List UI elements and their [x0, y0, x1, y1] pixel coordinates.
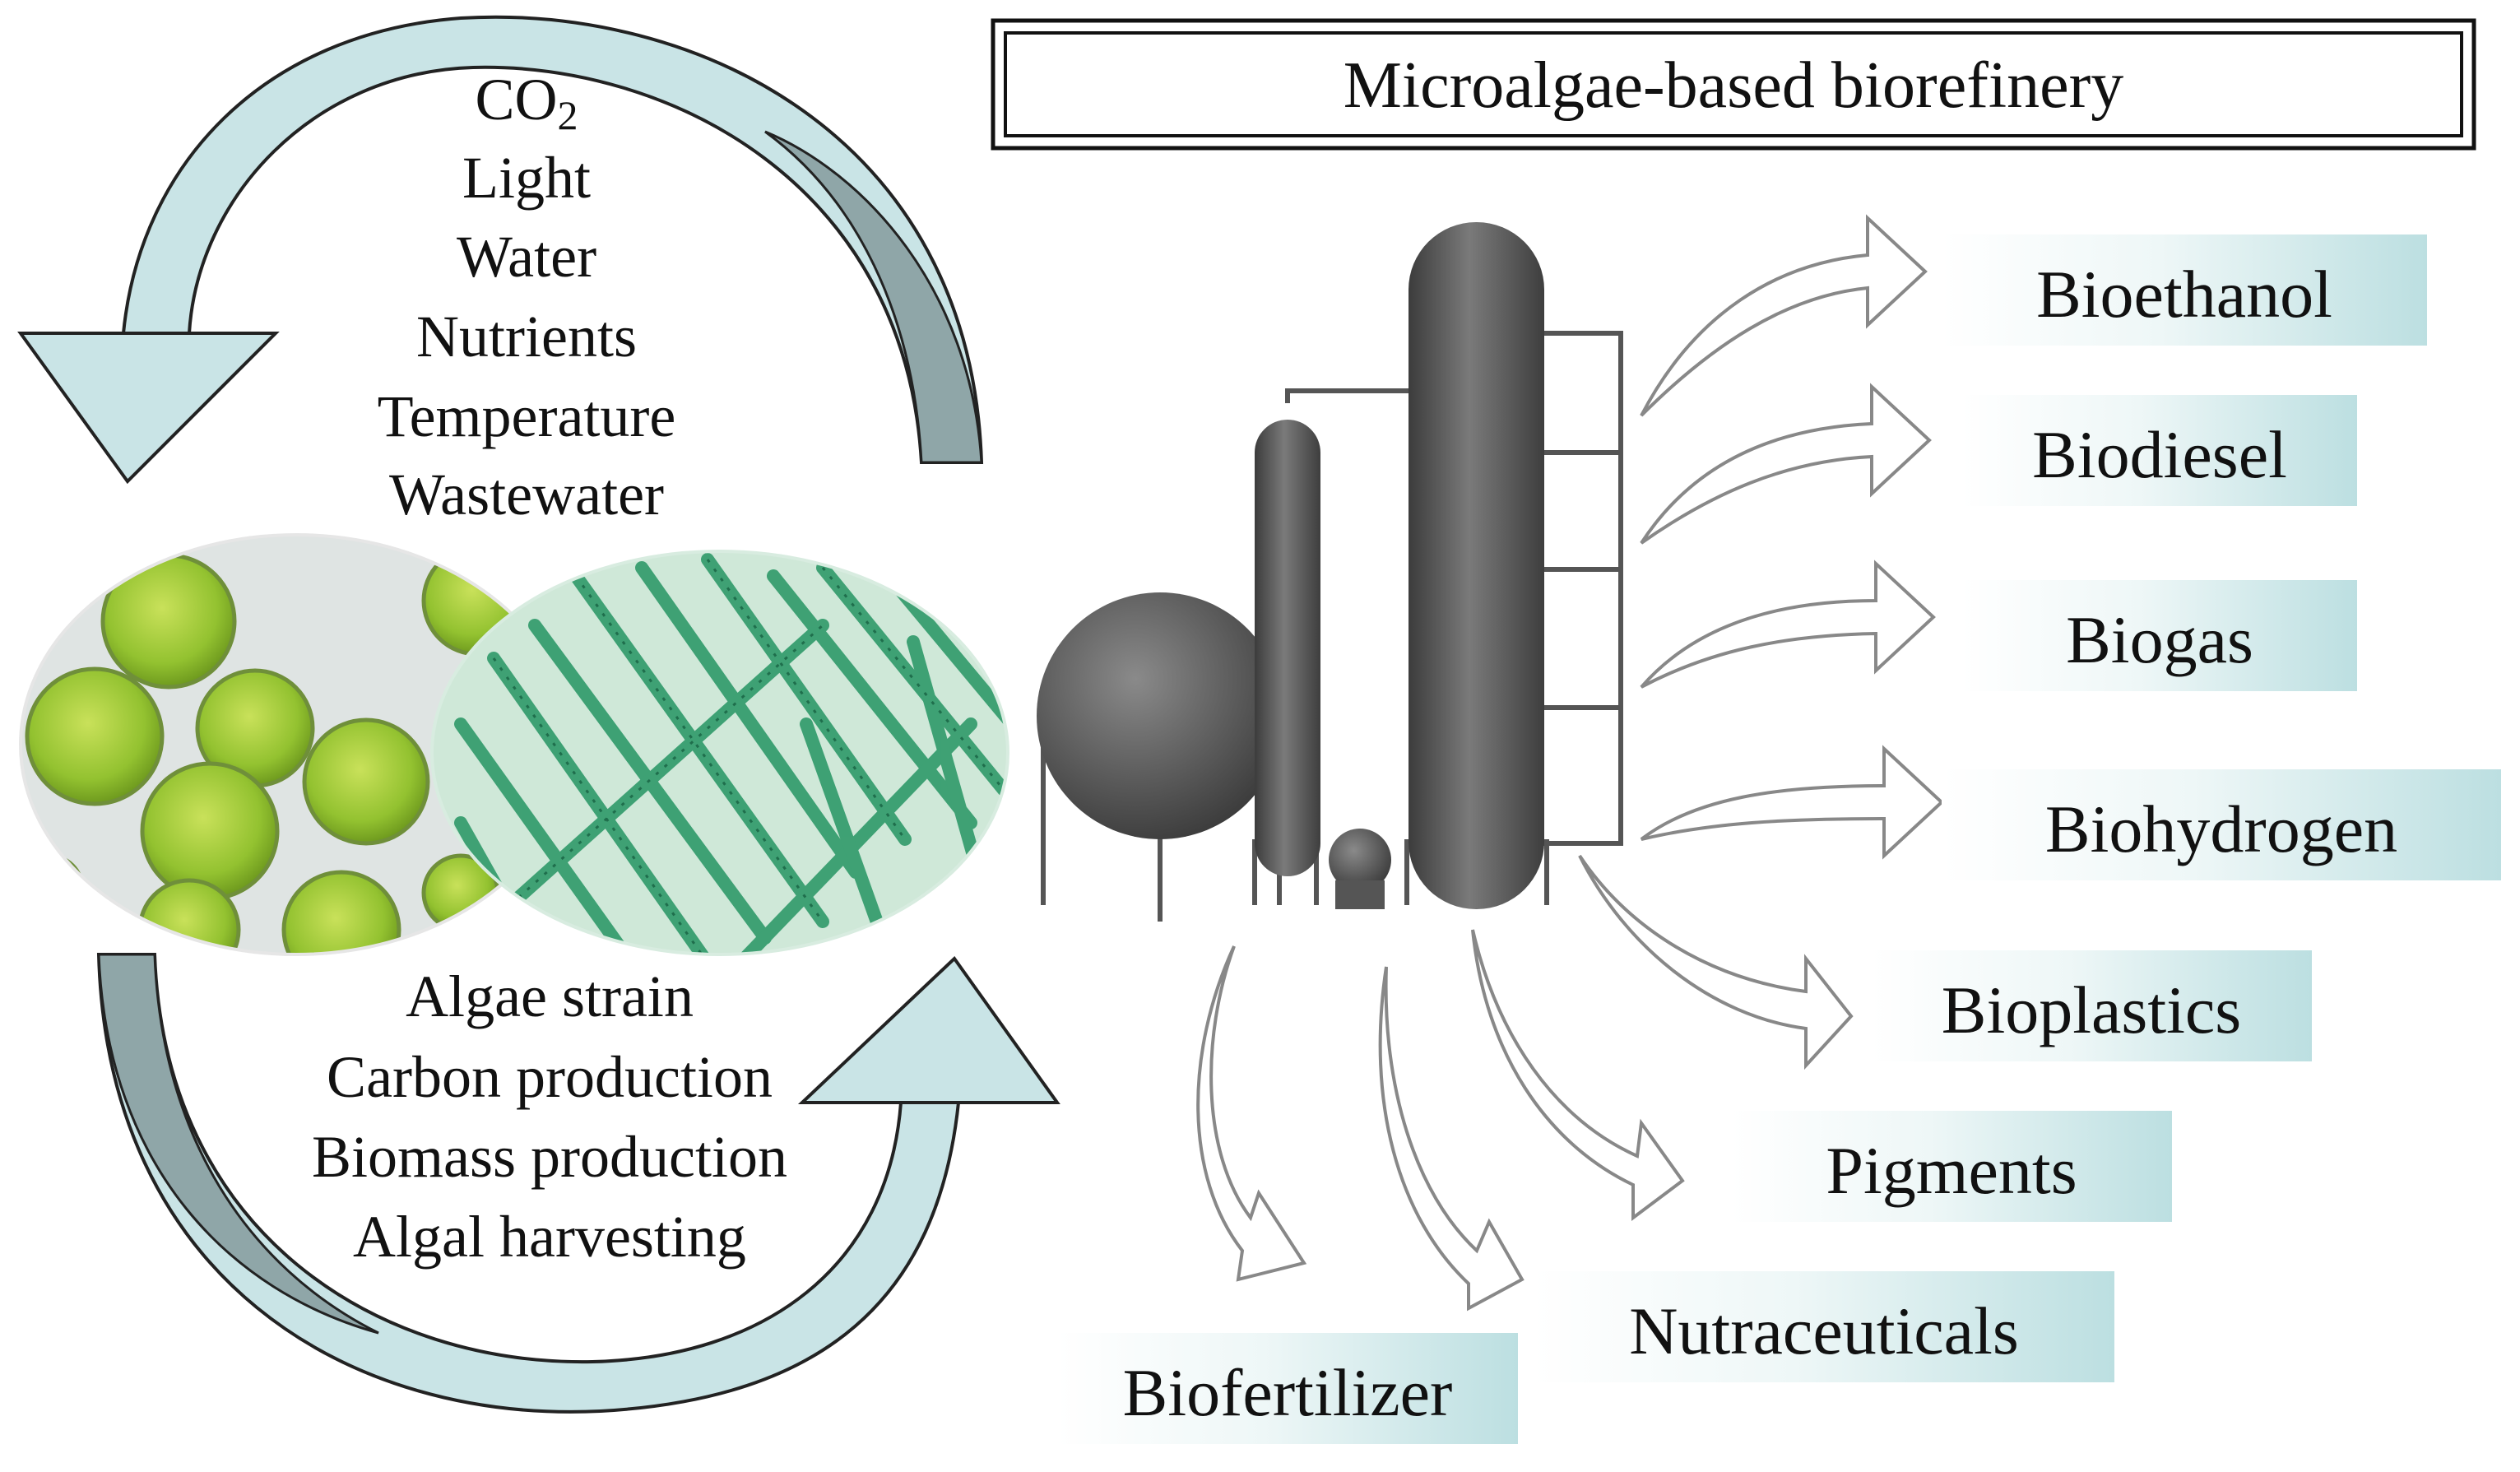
product-biogas: Biogas: [1962, 580, 2357, 691]
product-biofertilizer: Biofertilizer: [1057, 1333, 1518, 1444]
outputs-list: Algae strain Carbon production Biomass p…: [312, 964, 787, 1270]
right-micrograph-edge: [430, 550, 1009, 956]
input-water: Water: [457, 224, 596, 290]
cyanobacteria-micrograph: [432, 551, 1008, 954]
svg-text:Bioplastics: Bioplastics: [1942, 973, 2241, 1047]
product-nutraceuticals: Nutraceuticals: [1534, 1271, 2114, 1382]
inputs-list: CO2 Light Water Nutrients Temperature Wa…: [378, 67, 676, 527]
svg-text:Biodiesel: Biodiesel: [2032, 417, 2287, 492]
svg-text:Biofertilizer: Biofertilizer: [1123, 1355, 1453, 1430]
svg-text:Nutraceuticals: Nutraceuticals: [1629, 1293, 2019, 1368]
product-biohydrogen: Biohydrogen: [1942, 769, 2501, 880]
product-bioplastics: Bioplastics: [1872, 950, 2312, 1061]
output-algae-strain: Algae strain: [406, 964, 694, 1029]
top-cycle-arrow: [17, 15, 984, 485]
product-biodiesel: Biodiesel: [1962, 395, 2357, 506]
bottom-cycle-arrow: [96, 953, 1060, 1414]
svg-text:Biogas: Biogas: [2066, 602, 2253, 677]
output-algal-harvesting: Algal harvesting: [353, 1204, 746, 1270]
output-carbon-production: Carbon production: [327, 1044, 773, 1110]
svg-text:Pigments: Pigments: [1826, 1133, 2077, 1208]
product-arrows: [1196, 214, 1944, 1312]
svg-text:Biohydrogen: Biohydrogen: [2045, 792, 2397, 866]
product-pigments: Pigments: [1732, 1111, 2172, 1222]
diagram-title: Microalgae-based biorefinery: [1344, 49, 2123, 122]
input-wastewater: Wastewater: [389, 462, 664, 527]
title-box: Microalgae-based biorefinery: [991, 18, 2476, 151]
input-light: Light: [462, 145, 591, 211]
product-labels: Bioethanol Biodiesel Biogas Biohydrogen …: [1057, 234, 2501, 1444]
output-biomass-production: Biomass production: [312, 1124, 787, 1190]
input-nutrients: Nutrients: [416, 304, 637, 369]
product-bioethanol: Bioethanol: [1942, 234, 2427, 346]
input-temperature: Temperature: [378, 383, 676, 449]
co2-label: CO2: [475, 67, 578, 138]
svg-text:Bioethanol: Bioethanol: [2036, 257, 2332, 332]
biorefinery-plant-icon: [1037, 222, 1623, 922]
